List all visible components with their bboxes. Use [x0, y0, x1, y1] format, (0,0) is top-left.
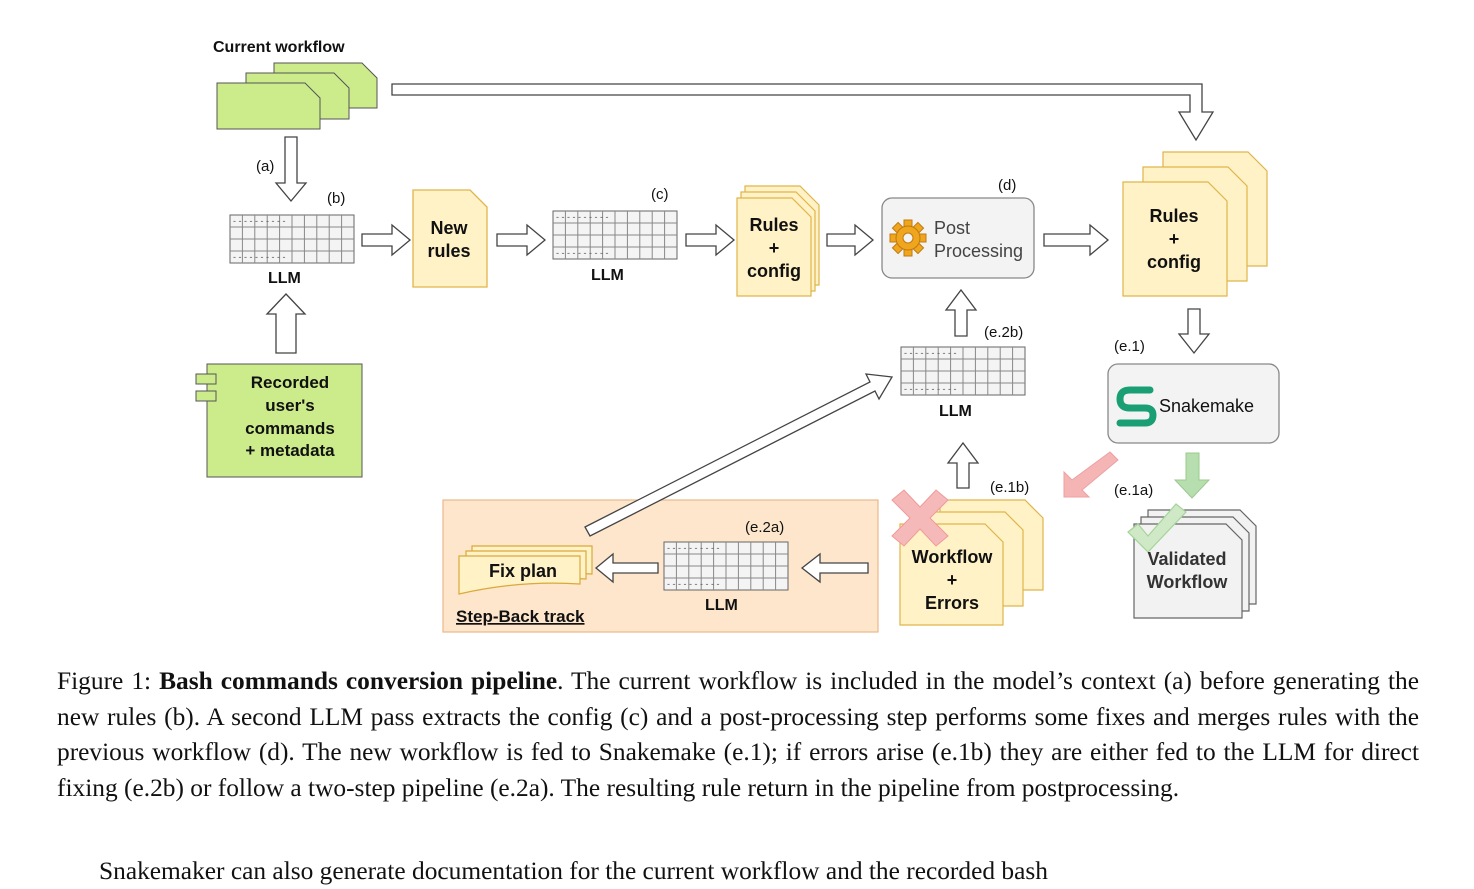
- arrow-llm3-to-post: [944, 288, 978, 337]
- label-b: (b): [327, 190, 345, 207]
- rules-mid-line-1: Rules: [749, 215, 798, 235]
- rules-config-stack-middle: [736, 185, 820, 297]
- rules-mid-line-2: +: [769, 238, 780, 258]
- recorded-line-2: user's: [265, 396, 314, 415]
- recorded-commands-box: [195, 363, 363, 478]
- post-line-1: Post: [934, 218, 970, 238]
- figure-title: Bash commands conversion pipeline: [159, 667, 558, 695]
- gear-icon: [889, 219, 927, 257]
- validated-workflow-stack: [1133, 509, 1257, 619]
- new-rules-line-1: New: [430, 218, 468, 238]
- arrow-newrules-to-llm2: [496, 223, 547, 257]
- llm-4-grid: [663, 541, 789, 591]
- errors-line-1: Workflow: [912, 547, 994, 567]
- arrow-post-to-rules-right: [1043, 223, 1110, 257]
- llm-2-grid: [552, 210, 678, 260]
- llm-3-grid: [900, 346, 1026, 396]
- arrow-llm2-to-rules: [685, 223, 736, 257]
- label-e2b: (e.2b): [984, 324, 1023, 341]
- errors-line-2: +: [947, 570, 958, 590]
- llm-1-grid: [229, 214, 355, 264]
- arrow-e1a-success: [1173, 452, 1211, 499]
- arrow-e1b-error: [1063, 451, 1119, 498]
- figure-caption: Figure 1: Bash commands conversion pipel…: [57, 664, 1419, 806]
- arrow-errors-to-llm4: [800, 552, 869, 584]
- llm-2-label: LLM: [591, 267, 624, 284]
- llm-3-label: LLM: [939, 403, 972, 420]
- arrow-llm1-to-newrules: [361, 223, 412, 257]
- rules-mid-line-3: config: [747, 261, 801, 281]
- current-workflow-documents: [216, 62, 378, 130]
- arrow-a: [274, 136, 308, 203]
- label-e2a: (e.2a): [745, 519, 784, 536]
- body-paragraph: Snakemaker can also generate documentati…: [99, 857, 1048, 885]
- check-icon: [1127, 503, 1187, 553]
- error-x-icon: [891, 489, 949, 547]
- new-rules-document: [412, 189, 488, 288]
- validated-line-2: Workflow: [1147, 572, 1229, 592]
- snakemake-label: Snakemake: [1159, 396, 1254, 416]
- rules-right-line-2: +: [1169, 229, 1180, 249]
- post-line-2: Processing: [934, 241, 1023, 261]
- rules-right-line-3: config: [1147, 252, 1201, 272]
- snakemake-icon: [1116, 386, 1157, 427]
- label-d: (d): [998, 177, 1016, 194]
- current-workflow-label: Current workflow: [213, 39, 345, 56]
- label-c: (c): [651, 186, 669, 203]
- arrow-fixplan-to-llm3: [584, 373, 894, 537]
- errors-line-3: Errors: [925, 593, 979, 613]
- recorded-line-3: commands: [245, 419, 335, 438]
- llm-1-label: LLM: [268, 270, 301, 287]
- label-e1: (e.1): [1114, 338, 1145, 355]
- label-e1b: (e.1b): [990, 479, 1029, 496]
- label-a: (a): [256, 158, 274, 175]
- pipeline-diagram: - - - - - - - - - - - - - - - - - - - - …: [195, 39, 1280, 633]
- arrow-rules-to-post: [826, 223, 875, 257]
- arrow-recorded-to-llm: [265, 293, 307, 354]
- new-rules-line-2: rules: [427, 241, 470, 261]
- top-long-arrow: [391, 83, 1215, 142]
- label-e1a: (e.1a): [1114, 482, 1153, 499]
- recorded-line-4: + metadata: [245, 441, 335, 460]
- caption-text: . The current workflow is included in th…: [57, 667, 1419, 802]
- recorded-line-1: Recorded: [251, 373, 329, 392]
- validated-line-1: Validated: [1147, 549, 1226, 569]
- fix-plan-label: Fix plan: [489, 561, 557, 581]
- step-back-track-link[interactable]: Step-Back track: [456, 607, 585, 626]
- post-processing-box: [881, 197, 1035, 279]
- rules-right-line-1: Rules: [1149, 206, 1198, 226]
- llm-4-label: LLM: [705, 597, 738, 614]
- fix-plan-stack: [458, 545, 593, 595]
- figure-label: Figure 1:: [57, 667, 160, 695]
- arrow-llm4-to-fixplan: [594, 552, 659, 584]
- arrow-errors-to-llm3: [946, 441, 980, 489]
- arrow-rules-to-snakemake: [1177, 308, 1211, 355]
- rules-config-stack-right: [1122, 151, 1268, 297]
